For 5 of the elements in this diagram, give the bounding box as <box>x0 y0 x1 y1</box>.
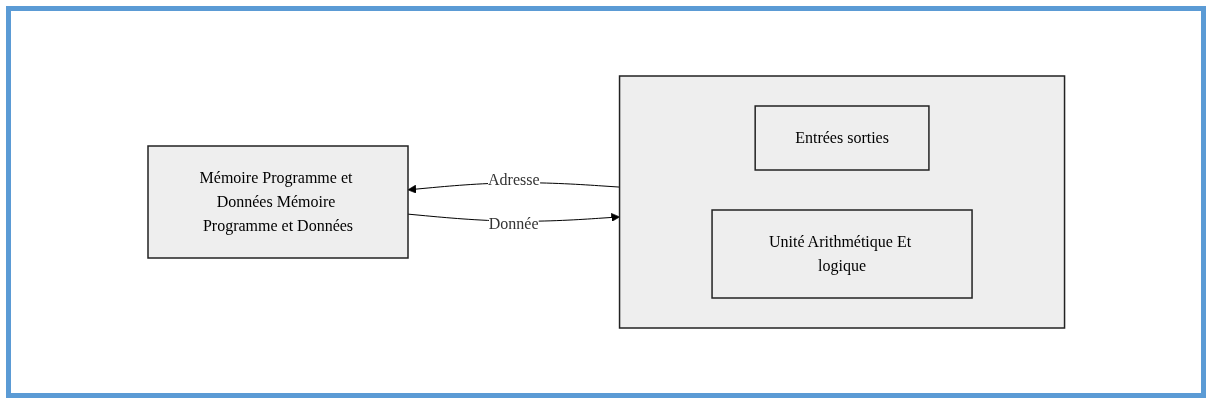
cluster <box>618 75 1065 329</box>
node-box <box>754 105 930 171</box>
diagram-frame: Adresse Donnée Entrées sorties Unité Arithmétique Et logique Mémoire Programme et Données Mémoire Programme et Données <box>6 6 1206 398</box>
node-box <box>146 145 409 259</box>
node-box <box>711 209 973 299</box>
